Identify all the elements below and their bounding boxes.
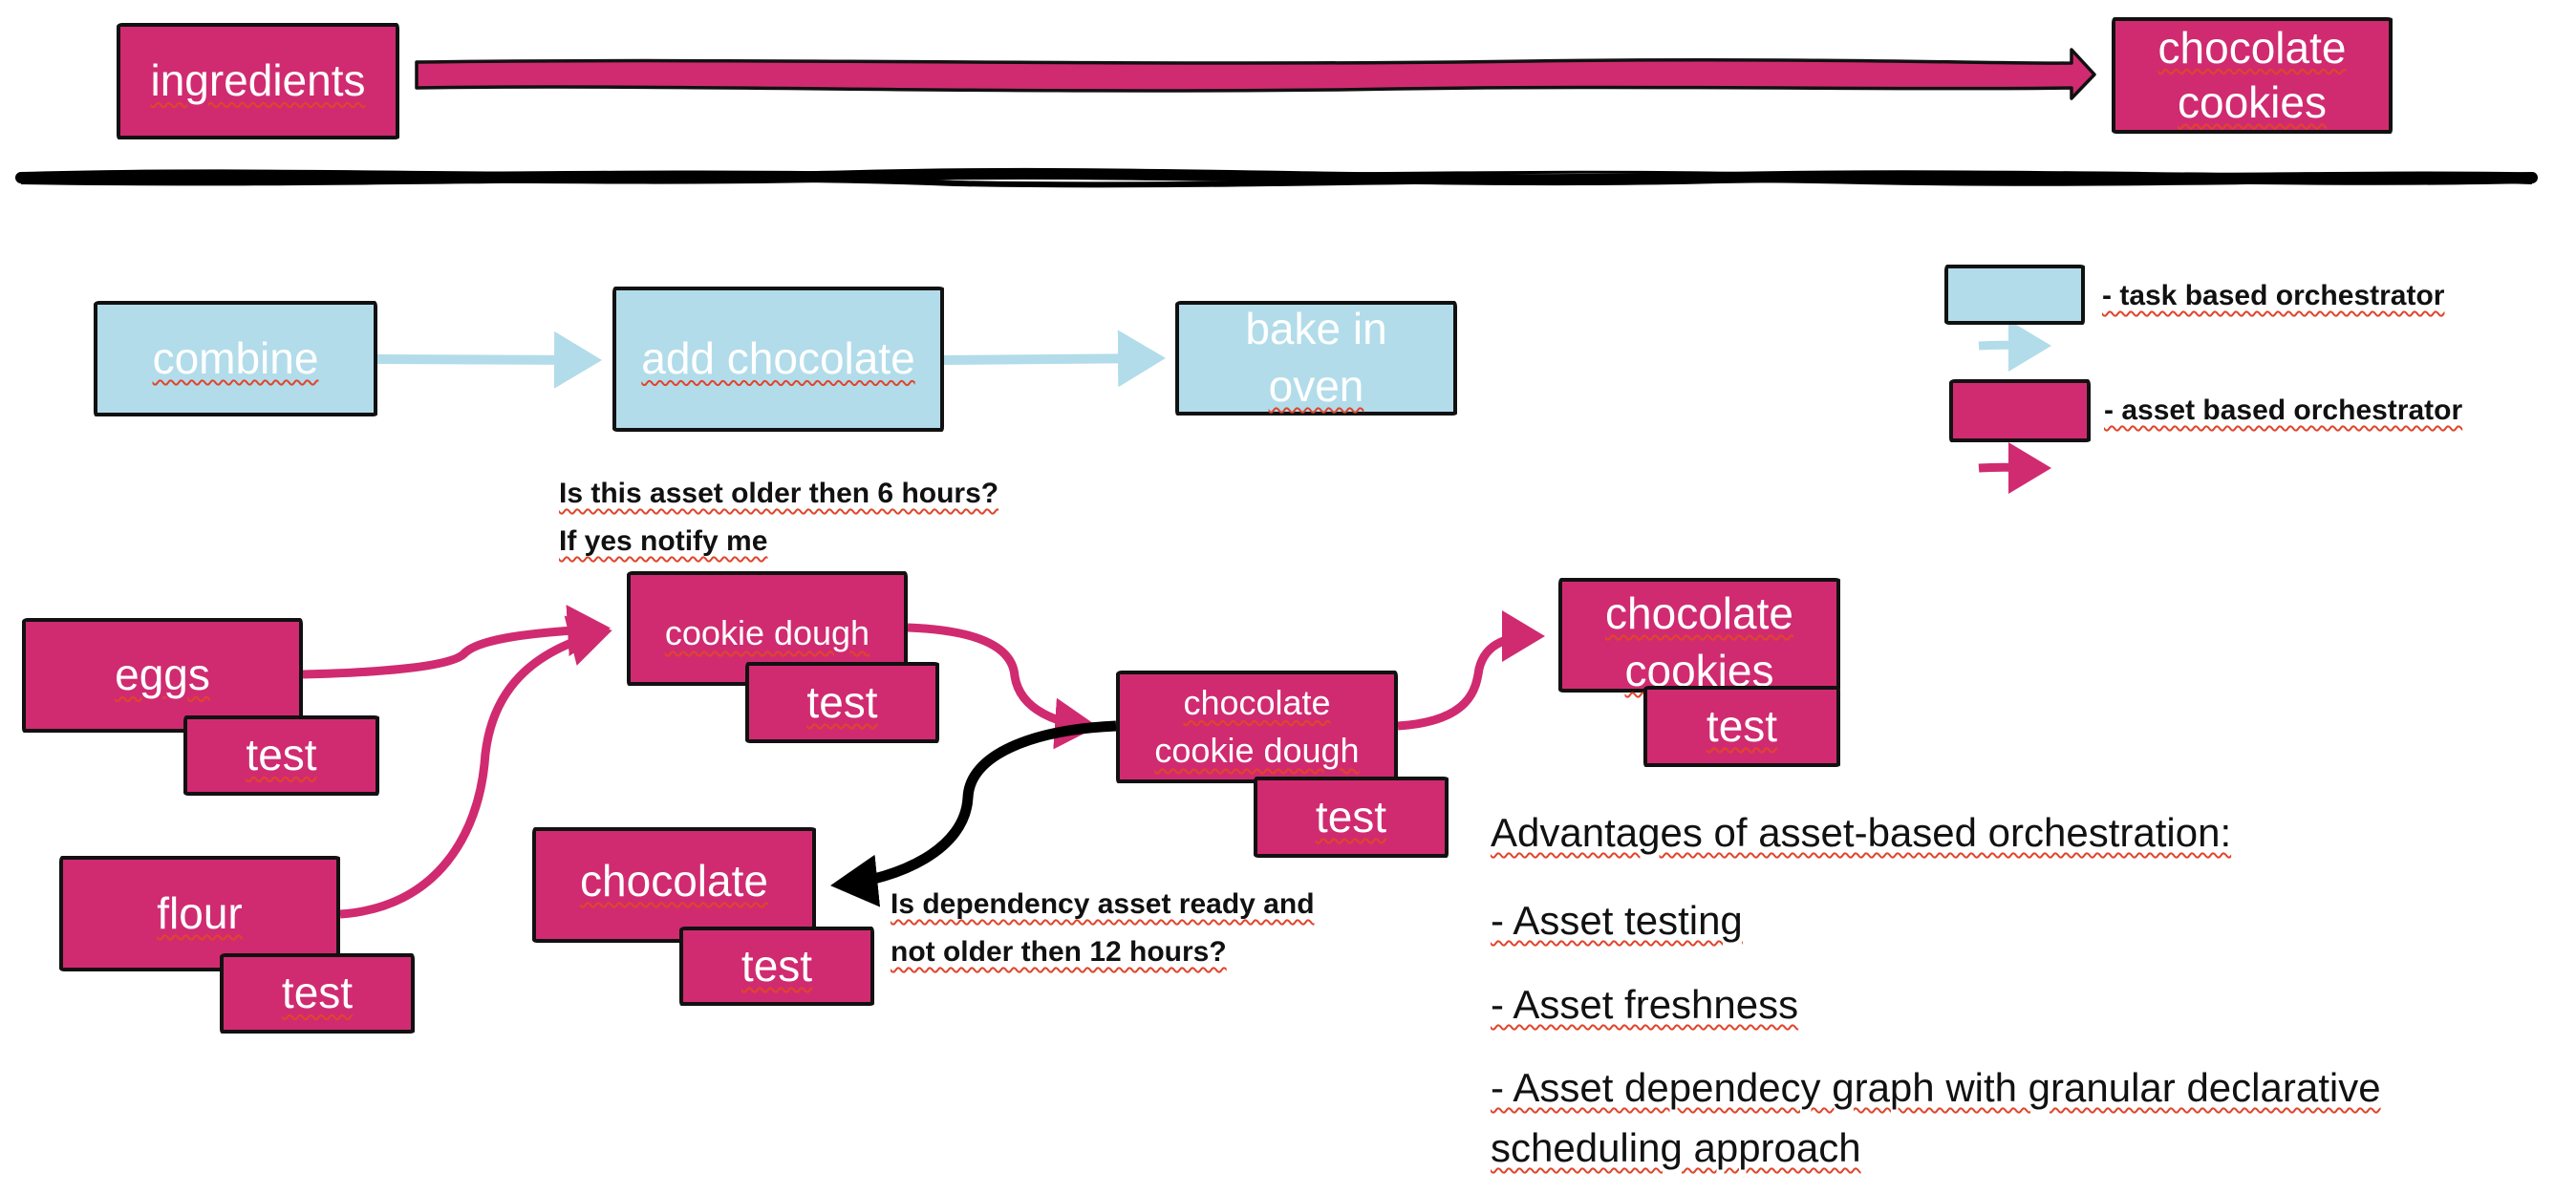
task-arrow-add-chocolate-to-bake <box>943 330 1166 388</box>
advantages-title-text: Advantages of asset-based orchestration: <box>1491 810 2232 855</box>
chocolate-cookies-target-box: chocolate cookies <box>2112 17 2393 134</box>
task-combine-label: combine <box>152 332 319 383</box>
ingredients-label: ingredients <box>150 55 366 106</box>
legend-task-label: - task based orchestrator <box>2102 280 2444 312</box>
advantage-item: - Asset freshness <box>1491 982 1798 1028</box>
target-label-line-2: cookies <box>2178 77 2327 127</box>
advantage-item-text: scheduling approach <box>1491 1125 1861 1170</box>
task-bake-label-line-2: oven <box>1268 361 1364 411</box>
advantage-item-text: - Asset testing <box>1491 898 1743 943</box>
advantages-title: Advantages of asset-based orchestration: <box>1491 810 2231 856</box>
legend-asset-label: - asset based orchestrator <box>2104 394 2462 427</box>
asset-ccd-label-line-1: chocolate <box>1183 682 1331 722</box>
legend-task-swatch <box>1944 265 2085 325</box>
big-flow-arrow <box>415 48 2096 100</box>
edge-dependency-check-chocolate <box>830 720 1117 907</box>
asset-chocolate-cookies: chocolate cookies <box>1558 578 1840 695</box>
asset-eggs: eggs <box>22 618 303 733</box>
freshness-note: Is this asset older then 6 hours? If yes… <box>559 470 998 565</box>
asset-chocolate-cookie-dough-test: test <box>1254 777 1449 858</box>
asset-cc-test-label: test <box>1706 700 1778 751</box>
asset-cookie-dough-label: cookie dough <box>664 613 870 652</box>
legend-asset-arrow-icon <box>1978 441 2051 494</box>
asset-chocolate-test-label: test <box>741 940 813 991</box>
target-label-line-1: chocolate <box>2157 22 2347 73</box>
asset-eggs-test-label: test <box>246 730 317 780</box>
task-bake-label-line-1: bake in <box>1245 304 1387 354</box>
dependency-note: Is dependency asset ready and not older … <box>891 881 1315 976</box>
task-combine: combine <box>94 301 377 416</box>
advantage-item: - Asset dependecy graph with granular de… <box>1491 1065 2381 1111</box>
asset-flour-test-label: test <box>281 968 354 1018</box>
asset-eggs-test: test <box>183 715 379 796</box>
asset-cookie-dough-test-label: test <box>806 676 878 727</box>
legend-task-text: - task based orchestrator <box>2102 280 2445 311</box>
edge-chocolate-cookie-dough-to-chocolate-cookies <box>1397 610 1545 731</box>
asset-ccd-test-label: test <box>1315 791 1387 842</box>
asset-flour-label: flour <box>157 887 243 938</box>
legend-asset-swatch <box>1949 379 2091 442</box>
freshness-note-line-2: If yes notify me <box>559 525 768 557</box>
legend-asset-text: - asset based orchestrator <box>2104 394 2463 426</box>
advantage-item-continuation: scheduling approach <box>1491 1125 1861 1171</box>
advantage-item-text: - Asset dependecy graph with granular de… <box>1491 1065 2381 1110</box>
section-divider <box>15 167 2538 188</box>
asset-cookie-dough-test: test <box>745 662 939 743</box>
task-add-chocolate-label: add chocolate <box>641 333 915 384</box>
task-arrow-combine-to-add-chocolate <box>376 330 602 389</box>
dependency-note-line-2: not older then 12 hours? <box>891 936 1227 968</box>
freshness-note-line-1: Is this asset older then 6 hours? <box>559 478 999 509</box>
ingredients-box: ingredients <box>117 23 399 139</box>
asset-eggs-label: eggs <box>115 650 210 700</box>
asset-cc-label-line-1: chocolate <box>1605 588 1793 638</box>
asset-chocolate-test: test <box>679 927 874 1006</box>
advantage-item: - Asset testing <box>1491 898 1743 944</box>
asset-chocolate-cookies-test: test <box>1643 686 1840 767</box>
task-bake-in-oven: bake in oven <box>1175 301 1457 416</box>
edge-eggs-to-cookie-dough <box>302 605 611 679</box>
legend-task-arrow-icon <box>1978 319 2051 372</box>
asset-flour-test: test <box>220 953 415 1034</box>
task-add-chocolate: add chocolate <box>612 287 944 432</box>
dependency-note-line-1: Is dependency asset ready and <box>891 888 1315 920</box>
asset-chocolate: chocolate <box>532 827 816 943</box>
asset-ccd-label-line-2: cookie dough <box>1154 731 1360 770</box>
asset-chocolate-label: chocolate <box>580 856 768 906</box>
advantage-item-text: - Asset freshness <box>1491 982 1799 1027</box>
asset-flour: flour <box>59 856 340 971</box>
asset-chocolate-cookie-dough: chocolate cookie dough <box>1116 671 1398 783</box>
